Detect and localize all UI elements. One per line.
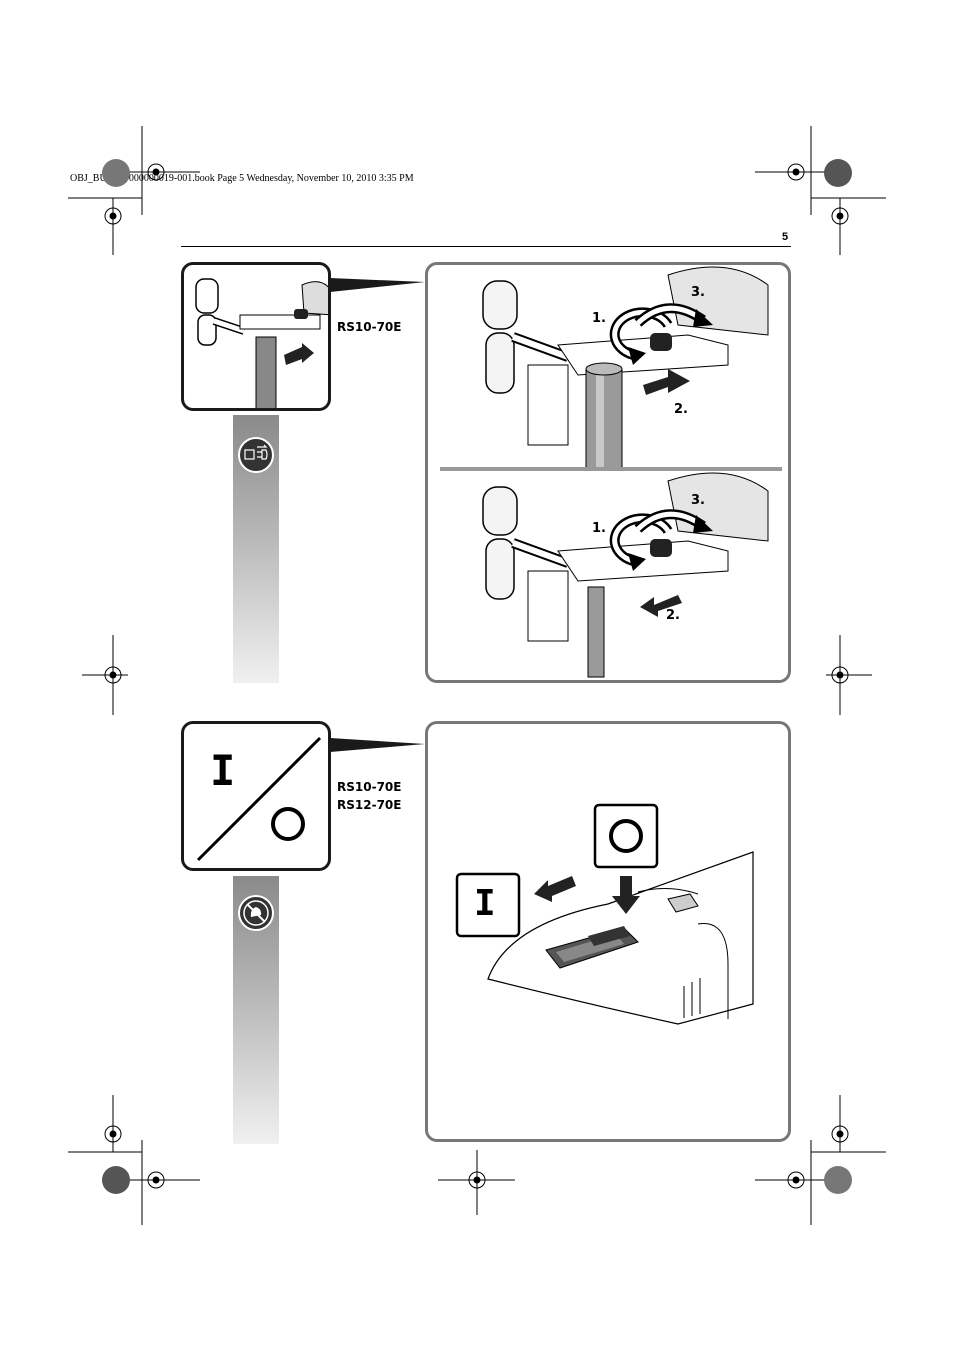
switch-on-symbol: I bbox=[474, 883, 496, 924]
step-label-2-upper: 2. bbox=[674, 402, 688, 417]
unplug-icon bbox=[238, 437, 274, 473]
model-label-rs12-70e-switch: RS12-70E bbox=[337, 798, 402, 812]
on-off-diagonal-icon bbox=[196, 736, 322, 862]
thumbnail-ratchet bbox=[181, 262, 331, 411]
thumbnail-switch: I bbox=[181, 721, 331, 871]
step-label-1-upper: 1. bbox=[592, 311, 606, 326]
switch-illustration bbox=[455, 803, 754, 1025]
step-label-2-lower: 2. bbox=[666, 608, 680, 623]
thumbnail-on-symbol: I bbox=[210, 746, 236, 795]
step-label-3-upper: 3. bbox=[691, 285, 705, 300]
step-label-3-lower: 3. bbox=[691, 493, 705, 508]
panel-ratchet-adjustment: 1. 2. 3. 1. 2. 3. bbox=[425, 262, 791, 683]
model-label-rs10-70e-switch: RS10-70E bbox=[337, 780, 402, 794]
page-number: 5 bbox=[782, 231, 789, 243]
ratchet-thumbnail-illustration bbox=[195, 278, 328, 408]
model-label-rs10-70e: RS10-70E bbox=[337, 320, 402, 334]
header-rule bbox=[181, 246, 791, 247]
no-hands-icon bbox=[238, 895, 274, 931]
step-label-1-lower: 1. bbox=[592, 521, 606, 536]
print-header: OBJ_BUCH-0000000019-001.book Page 5 Wedn… bbox=[70, 173, 414, 184]
panel-on-off-switch: I O bbox=[425, 721, 791, 1142]
ratchet-illustration-tighten bbox=[440, 266, 782, 678]
